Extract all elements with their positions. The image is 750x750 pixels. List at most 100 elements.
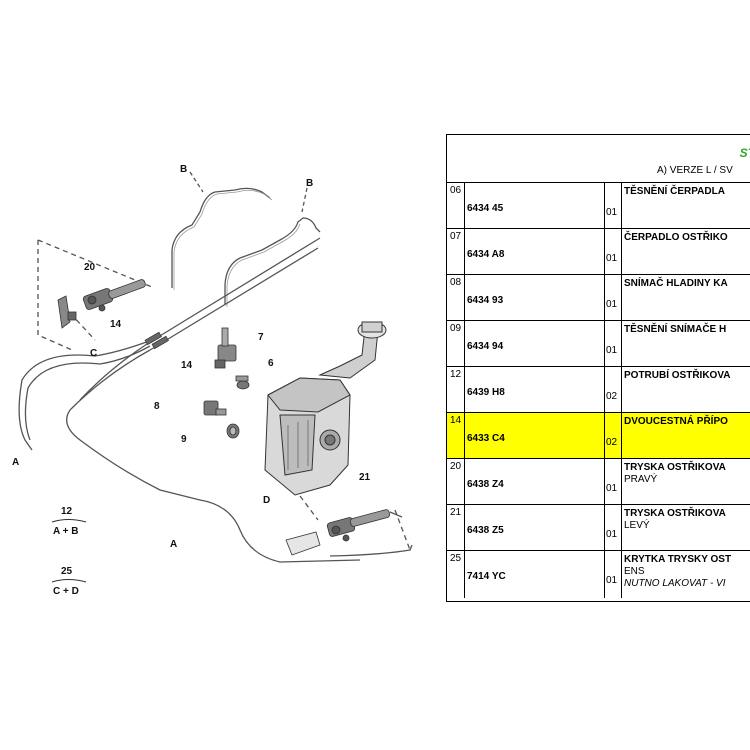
row-reference: 6434 94 [467,341,504,352]
row-description-cell: DVOUCESTNÁ PŘÍPO [622,413,750,458]
hose-a-bottom [66,409,361,563]
hose-b-right [224,217,321,305]
row-quantity: 01 [606,345,618,356]
label-7: 7 [258,332,264,343]
row-description: KRYTKA TRYSKY OST [624,554,732,565]
label-a-left: A [12,457,19,468]
row-reference: 6438 Z5 [467,525,504,536]
row-reference: 6439 H8 [467,387,505,398]
row-reference-cell: 6434 45 [465,183,605,228]
row-description: ČERPADLO OSTŘIKO [624,232,728,243]
row-index: 21 [447,505,465,550]
label-b-left: B [180,164,187,175]
row-index: 07 [447,229,465,274]
row-quantity-cell: 01 [605,505,622,550]
row-description: POTRUBÍ OSTŘIKOVA [624,370,731,381]
row-quantity-cell: 01 [605,229,622,274]
row-description: SNÍMAČ HLADINY KA [624,278,728,289]
row-reference-cell: 6434 94 [465,321,605,366]
label-20: 20 [84,262,96,273]
row-quantity-cell: 01 [605,321,622,366]
row-description-line2: ENS [624,566,645,577]
sensor-8-icon [203,400,227,416]
row-quantity-cell: 01 [605,551,622,598]
legend-25-letters: C + D [53,586,79,597]
label-d: D [263,495,270,506]
row-reference: 6433 C4 [467,433,505,444]
connector-14-icon [144,331,169,350]
row-quantity: 01 [606,207,618,218]
legend-12-letters: A + B [53,526,78,537]
row-description-cell: ČERPADLO OSTŘIKO [622,229,750,274]
legend-25: 25 C + D [51,566,87,597]
row-quantity-cell: 02 [605,367,622,412]
row-quantity: 01 [606,253,618,264]
row-quantity: 01 [606,483,618,494]
label-14-lower: 14 [181,360,193,371]
row-reference: 6434 A8 [467,249,505,260]
row-description-cell: SNÍMAČ HLADINY KA [622,275,750,320]
row-index: 25 [447,551,465,598]
row-reference: 6434 45 [467,203,504,214]
row-description-note: NUTNO LAKOVAT - VI [624,578,726,589]
label-21: 21 [359,472,371,483]
label-b-right: B [306,178,313,189]
row-index: 06 [447,183,465,228]
row-description: TRYSKA OSTŘIKOVA [624,462,726,473]
row-index: 20 [447,459,465,504]
row-quantity-cell: 02 [605,413,622,458]
pump-7-icon [214,327,237,369]
row-quantity: 01 [606,575,618,586]
row-description-cell: TĚSNĚNÍ SNÍMAČE H [622,321,750,366]
row-reference: 6438 Z4 [467,479,504,490]
row-reference-cell: 6434 A8 [465,229,605,274]
row-quantity: 01 [606,299,618,310]
legend-25-num: 25 [61,566,73,577]
row-reference-cell: 6438 Z4 [465,459,605,504]
label-14-upper: 14 [110,319,122,330]
label-9: 9 [181,434,187,445]
washer-reservoir-icon [264,321,387,496]
label-8: 8 [154,401,160,412]
label-a-bottom: A [170,539,177,550]
legend-12: 12 A + B [51,506,87,537]
nozzle-21-icon [326,509,391,542]
row-quantity: 01 [606,529,618,540]
legend-12-num: 12 [61,506,73,517]
row-index: 14 [447,413,465,458]
cover-c-icon [57,295,77,329]
row-quantity-cell: 01 [605,275,622,320]
row-reference-cell: 6433 C4 [465,413,605,458]
row-description: DVOUCESTNÁ PŘÍPO [624,416,728,427]
row-reference-cell: 6438 Z5 [465,505,605,550]
row-quantity: 02 [606,437,618,448]
row-quantity-cell: 01 [605,183,622,228]
row-reference-cell: 6439 H8 [465,367,605,412]
row-description-cell: POTRUBÍ OSTŘIKOVA [622,367,750,412]
row-quantity-cell: 01 [605,459,622,504]
row-description-cell: TĚSNĚNÍ ČERPADLA [622,183,750,228]
row-quantity: 02 [606,391,618,402]
row-description: TĚSNĚNÍ SNÍMAČE H [624,324,727,335]
row-reference: 6434 93 [467,295,504,306]
hose-a-left [18,339,153,451]
seal-6-icon [235,375,250,390]
row-index: 09 [447,321,465,366]
hose-b-left [171,187,271,288]
row-description: TRYSKA OSTŘIKOVA [624,508,726,519]
label-c: C [90,348,97,359]
row-description: TĚSNĚNÍ ČERPADLA [624,186,725,197]
